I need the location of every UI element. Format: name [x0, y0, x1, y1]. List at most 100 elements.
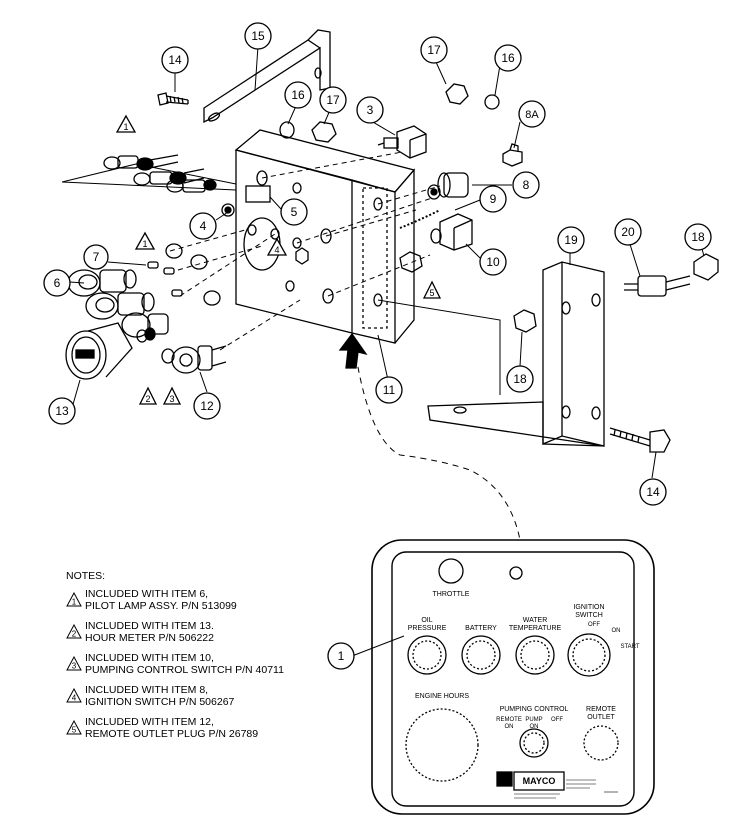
note-item: 4 INCLUDED WITH ITEM 8, IGNITION SWITCH … [66, 684, 356, 708]
callout-18-right: 18 [691, 230, 705, 244]
triangle-label-3: 3 [169, 394, 174, 404]
callout-9: 9 [490, 192, 497, 206]
note-line: IGNITION SWITCH P/N 506267 [85, 696, 235, 708]
label-pump-on-2: ON [530, 724, 539, 730]
callout-17-right: 17 [427, 43, 441, 57]
nut [399, 251, 423, 273]
callout-7: 7 [93, 250, 100, 264]
callout-12: 12 [200, 399, 214, 413]
notes-title: NOTES: [66, 570, 106, 582]
hidden-lines [169, 151, 441, 351]
key-8a [502, 143, 523, 167]
callout-14-top: 14 [168, 53, 182, 67]
triangle-label-4: 4 [274, 245, 279, 255]
note-line: INCLUDED WITH ITEM 8, [85, 684, 209, 696]
nut-17-upper [445, 83, 469, 105]
nut-18-right [693, 253, 719, 281]
label-water-1: WATER [523, 617, 548, 624]
triangle-label-2: 2 [145, 394, 150, 404]
control-panel-1 [371, 539, 655, 815]
callout-8a: 8A [525, 109, 539, 121]
bolt-14-lower [609, 427, 671, 453]
angle-bracket-19 [427, 261, 605, 447]
callout-14-bottom: 14 [646, 485, 660, 499]
note-item: 2 INCLUDED WITH ITEM 13. HOUR METER P/N … [66, 620, 356, 644]
note-triangle-icon: 2 [66, 624, 82, 639]
panel-labels: THROTTLE OIL PRESSURE BATTERY WATER TEMP… [408, 591, 640, 786]
callout-15: 15 [251, 29, 265, 43]
panel-block-11 [234, 129, 416, 344]
label-off: OFF [588, 622, 600, 628]
svg-text:5: 5 [72, 726, 77, 735]
note-item: 5 INCLUDED WITH ITEM 12, REMOTE OUTLET P… [66, 716, 356, 740]
label-remote-on-2: ON [505, 724, 514, 730]
callout-3: 3 [367, 103, 374, 117]
standoff-20 [624, 275, 691, 297]
label-remote-on-1: REMOTE [496, 717, 522, 723]
note-item: 3 INCLUDED WITH ITEM 10, PUMPING CONTROL… [66, 652, 356, 676]
label-engine-hours: ENGINE HOURS [415, 693, 469, 700]
callout-20: 20 [621, 225, 635, 239]
label-pump-off: OFF [551, 717, 563, 723]
label-start: START [620, 644, 639, 650]
bolt-14-top [157, 92, 189, 106]
callout-5: 5 [291, 205, 298, 219]
svg-text:1: 1 [72, 598, 77, 607]
label-oil-2: PRESSURE [408, 625, 447, 632]
nut [295, 247, 309, 265]
callout-1: 1 [338, 649, 345, 663]
label-ignition-2: SWITCH [575, 612, 603, 619]
callout-6: 6 [54, 276, 61, 290]
note-line: REMOTE OUTLET PLUG P/N 26789 [85, 728, 259, 740]
note-item: 1 INCLUDED WITH ITEM 6, PILOT LAMP ASSY.… [66, 588, 356, 612]
callout-labels: 1 3 4 5 6 7 8 8A 9 10 11 12 13 14 14 15 … [54, 29, 705, 663]
lamp-assembly-6 [67, 269, 169, 338]
hour-meter-13 [65, 322, 156, 380]
callout-17-left: 17 [326, 93, 340, 107]
note-triangle-icon: 5 [66, 720, 82, 735]
pilot-lamps [103, 154, 217, 193]
label-brand: MAYCO [523, 776, 556, 786]
svg-text:2: 2 [72, 630, 77, 639]
note-line: INCLUDED WITH ITEM 10, [85, 652, 214, 664]
label-oil-1: OIL [421, 617, 432, 624]
callout-18-lower: 18 [513, 372, 527, 386]
washer-16-upper [484, 94, 500, 110]
callout-13: 13 [55, 404, 69, 418]
svg-text:4: 4 [72, 694, 77, 703]
callout-8: 8 [523, 178, 530, 192]
label-water-2: TEMPERATURE [509, 625, 562, 632]
callout-10: 10 [486, 255, 500, 269]
label-on: ON [612, 628, 621, 634]
nut-4 [221, 203, 235, 217]
label-battery: BATTERY [465, 625, 497, 632]
o-ring [203, 290, 221, 306]
svg-text:3: 3 [72, 662, 77, 671]
notes-block: NOTES: 1 INCLUDED WITH ITEM 6, PILOT LAM… [66, 570, 356, 748]
remote-outlet-12 [161, 345, 227, 374]
label-ignition-1: IGNITION [573, 604, 604, 611]
callout-16-right: 16 [501, 51, 515, 65]
lamp-bulbs-7 [147, 261, 183, 297]
toggle-switch-3 [377, 125, 427, 159]
note-line: PILOT LAMP ASSY. P/N 513099 [85, 600, 237, 612]
label-throttle: THROTTLE [433, 591, 470, 598]
leader-lines [69, 45, 705, 657]
note-triangle-icon: 3 [66, 656, 82, 671]
label-remote-outlet-2: OUTLET [587, 714, 615, 721]
note-triangle-icon: 4 [66, 688, 82, 703]
note-triangle-icon: 1 [66, 592, 82, 607]
washer-16-left [279, 121, 295, 139]
label-pump-on-1: PUMP [525, 717, 542, 723]
note-line: INCLUDED WITH ITEM 6, [85, 588, 209, 600]
callout-11: 11 [383, 383, 396, 397]
triangle-label-1a: 1 [123, 122, 128, 132]
label-remote-outlet-1: REMOTE [586, 706, 616, 713]
chain-9 [399, 209, 441, 229]
arrow-pointer [338, 332, 368, 369]
triangle-labels: 1 1 2 3 4 5 [123, 122, 434, 404]
nut-18-lower [513, 309, 537, 333]
note-line: PUMPING CONTROL SWITCH P/N 40711 [85, 664, 284, 676]
note-line: HOUR METER P/N 506222 [85, 632, 214, 644]
